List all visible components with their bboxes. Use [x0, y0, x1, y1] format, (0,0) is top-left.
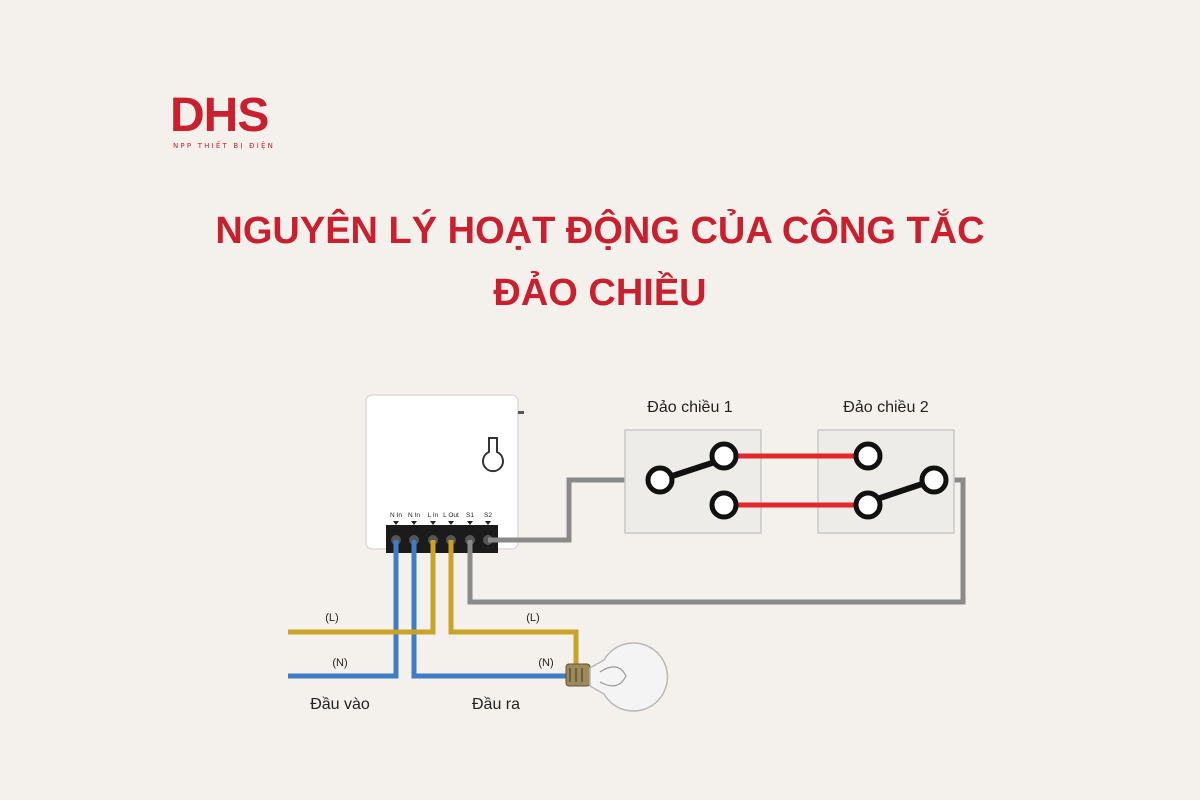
live-wires [288, 540, 579, 668]
title-line-1: NGUYÊN LÝ HOẠT ĐỘNG CỦA CÔNG TẮC [215, 210, 985, 252]
traveler-wires [724, 453, 868, 508]
brand-logo: DHS NPP THIẾT BỊ ĐIỆN [170, 89, 310, 151]
neutral-wires [288, 540, 578, 679]
switch-1-mechanism [645, 441, 739, 520]
switch-panel-1 [624, 429, 762, 534]
switch-1-label: Đảo chiều 1 [647, 399, 732, 416]
input-neutral-label: (N) [332, 657, 347, 669]
smart-switch-module: N In N In L In L Out S1 S2 [365, 394, 524, 553]
logo-text: DHS [170, 89, 269, 142]
input-label: Đầu vào [310, 696, 370, 713]
page-title: NGUYÊN LÝ HOẠT ĐỘNG CỦA CÔNG TẮC ĐẢO CHI… [0, 200, 1200, 324]
output-live-label: (L) [526, 612, 539, 624]
touch-icon [482, 437, 504, 473]
title-line-2: ĐẢO CHIỀU [493, 272, 707, 314]
terminal-label-lin: L In [428, 512, 439, 519]
output-neutral-label: (N) [538, 657, 553, 669]
terminal-label-lout: L Out [443, 512, 459, 519]
output-label: Đầu ra [472, 696, 520, 713]
terminal-label-s2: S2 [484, 512, 492, 519]
terminal-label-nin-2: N In [408, 512, 420, 519]
logo-subtitle: NPP THIẾT BỊ ĐIỆN [173, 142, 276, 150]
input-live-label: (L) [325, 612, 338, 624]
switch-2-mechanism [853, 441, 949, 520]
terminal-arrows [393, 521, 491, 525]
terminal-block [386, 525, 498, 553]
light-bulb-icon [565, 642, 669, 712]
terminal-label-s1: S1 [466, 512, 474, 519]
terminal-label-nin-1: N In [390, 512, 402, 519]
switch-2-label: Đảo chiều 2 [843, 399, 928, 416]
